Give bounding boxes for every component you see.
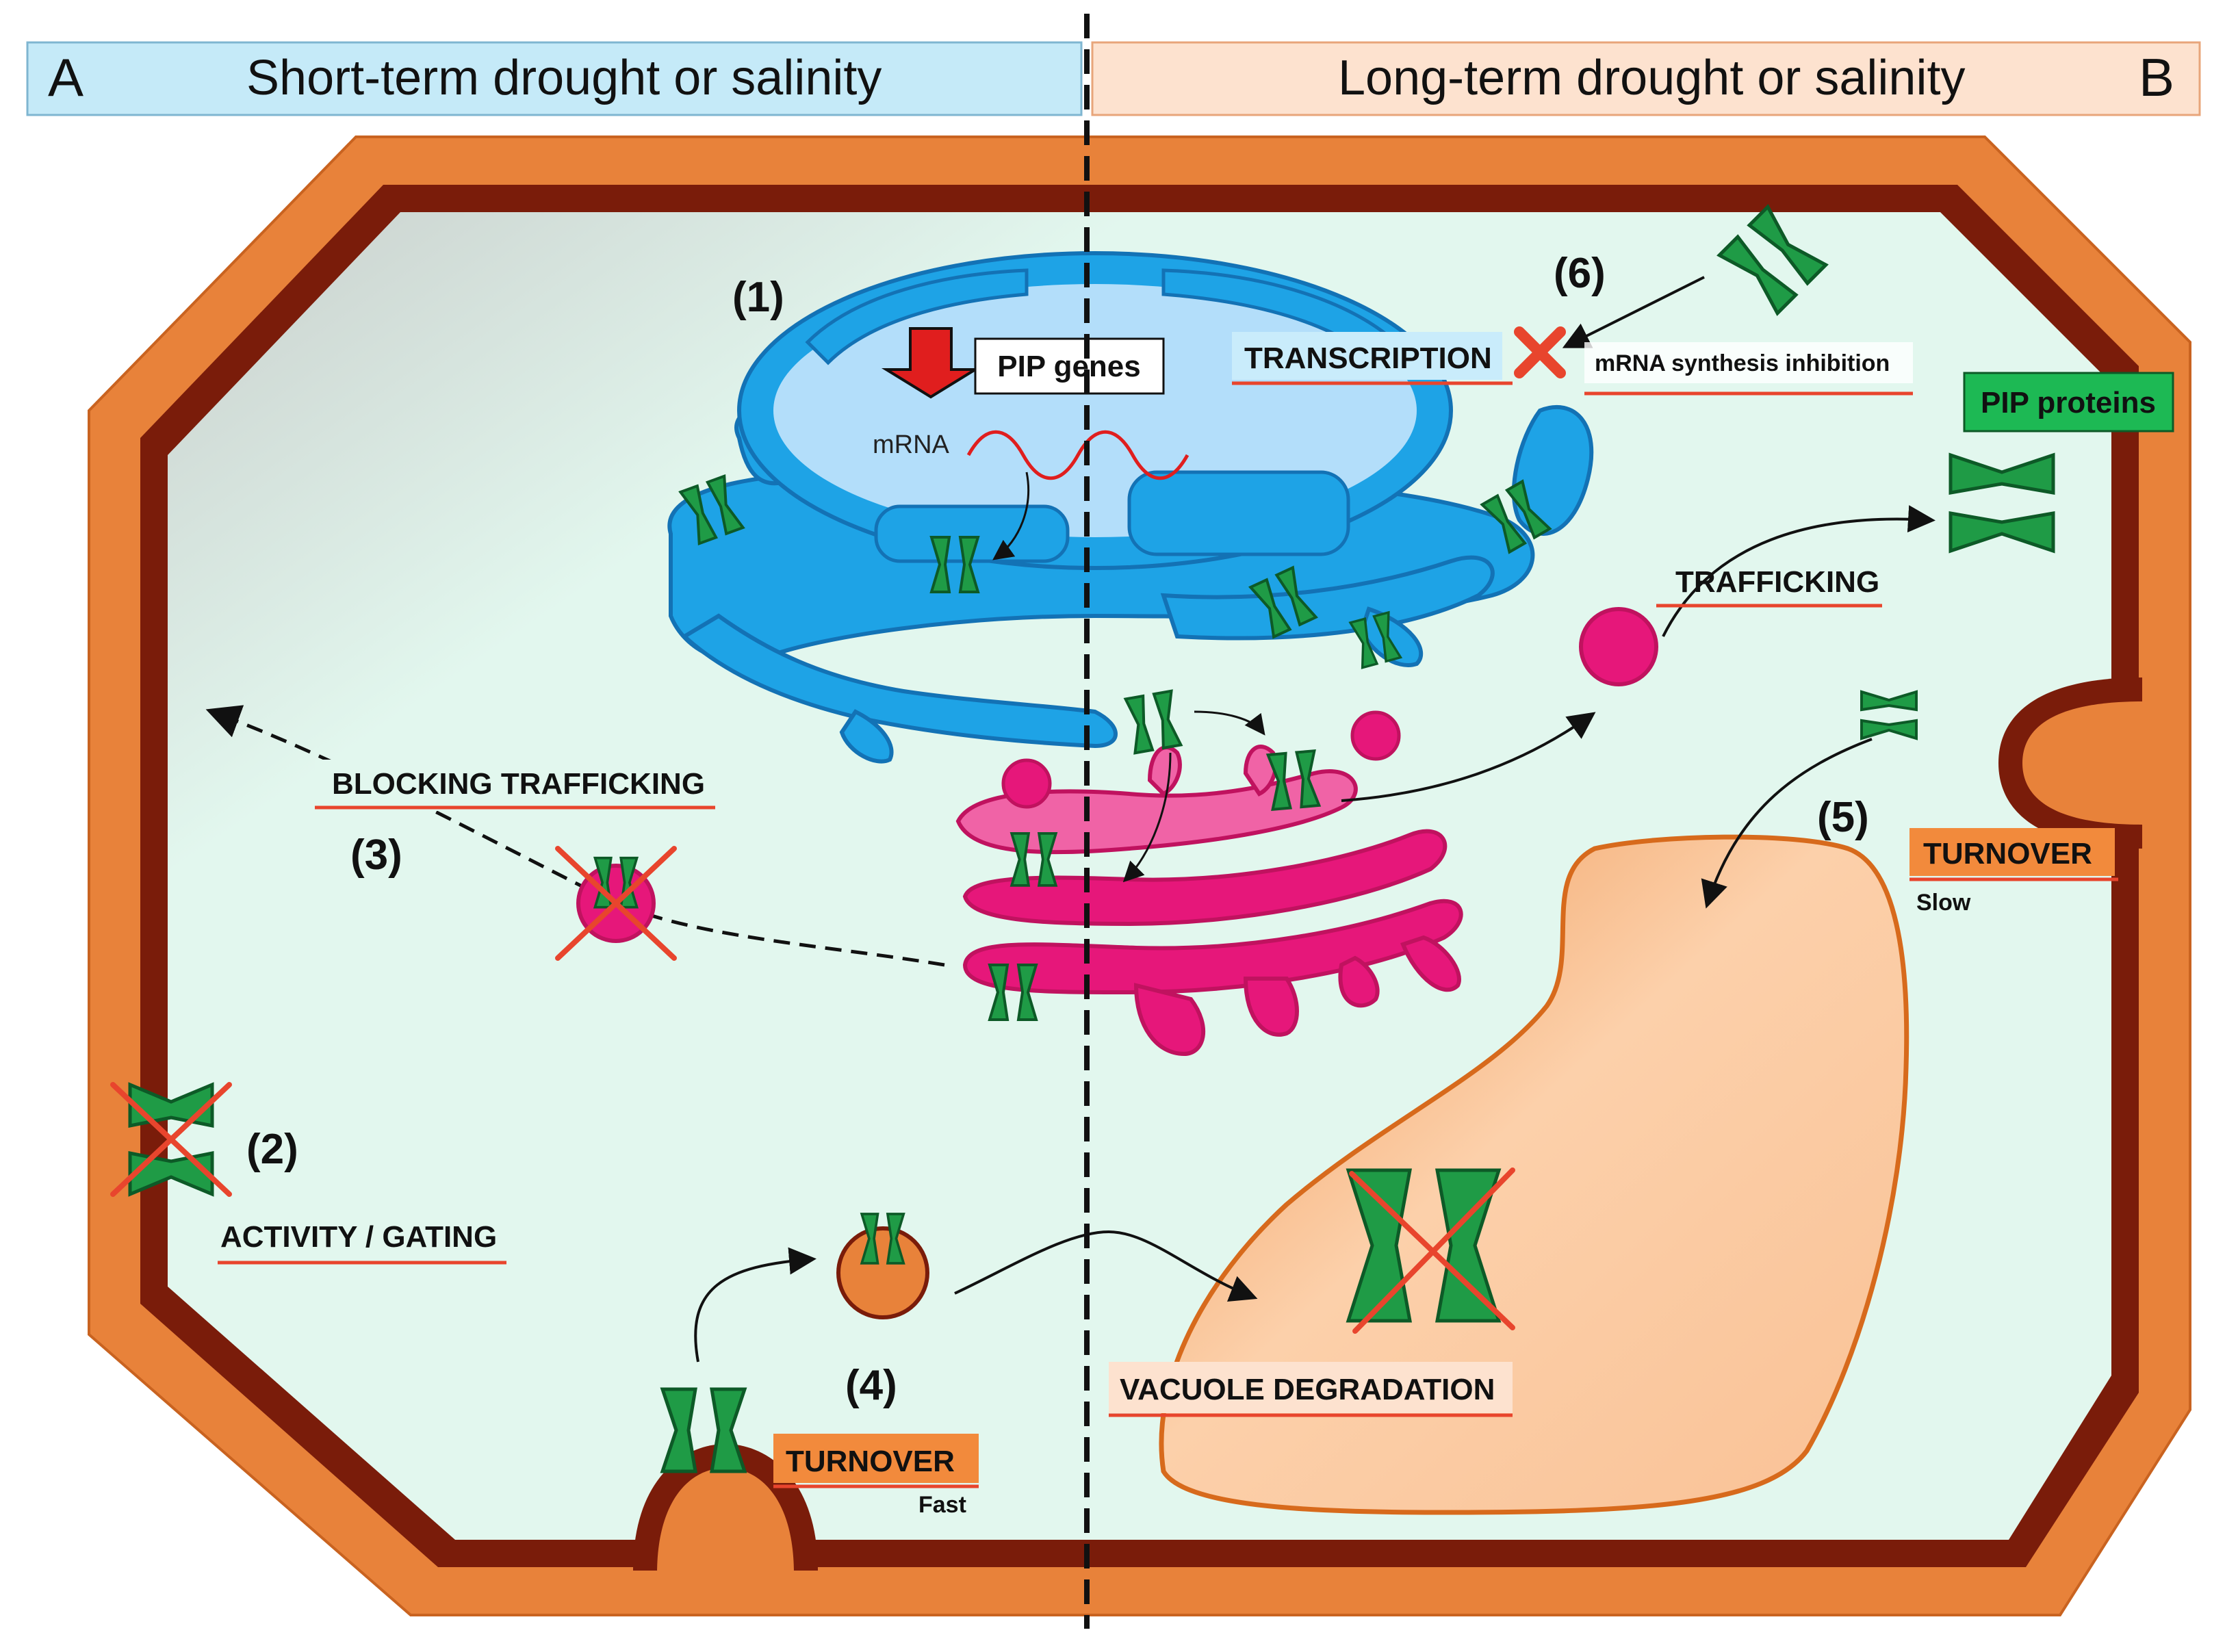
trafficking-arrow [1662, 505, 1935, 637]
header-right-letter: B [2139, 47, 2174, 107]
pip-proteins-label: PIP proteins [1981, 386, 2156, 420]
turnover-slow-label: TURNOVER [1923, 837, 2092, 870]
trafficking-label-box: TRAFFICKING [1656, 565, 1882, 608]
slow-label: Slow [1916, 890, 1971, 916]
er-to-golgi-arrow [1194, 710, 1265, 736]
pip-protein-membrane-icon [1949, 452, 2055, 554]
to-vacuole-arrow [954, 1230, 1258, 1302]
membrane-aquaporin-top-right [1716, 204, 1829, 316]
step-3-label: (3) [350, 831, 402, 879]
turnover-slow-box: TURNOVER Slow [1909, 828, 2118, 916]
golgi-to-vesicle-arrow [1341, 712, 1596, 802]
header-right: Long-term drought or salinity B [1091, 41, 2201, 116]
header-left: A Short-term drought or salinity [26, 41, 1083, 116]
vacuole-degradation-label-box: VACUOLE DEGRADATION [1109, 1362, 1513, 1417]
header-left-title: Short-term drought or salinity [246, 51, 882, 105]
fast-turnover-aquaporin [660, 1387, 747, 1473]
membrane-pit-bottom [633, 1444, 818, 1588]
activity-gating-label: ACTIVITY / GATING [220, 1220, 497, 1254]
transcription-label-box: TRANSCRIPTION [1232, 332, 1513, 385]
step-1-label: (1) [732, 274, 784, 321]
pip-proteins-label-box: PIP proteins [1963, 372, 2174, 433]
translation-arrow [992, 472, 1030, 560]
transcription-label: TRANSCRIPTION [1244, 341, 1492, 375]
step-5-label: (5) [1817, 794, 1869, 841]
gated-aquaporin-icon [110, 1082, 232, 1197]
step-2-label: (2) [246, 1126, 298, 1173]
turnover-fast-box: TURNOVER Fast [773, 1434, 979, 1518]
header-left-letter: A [48, 47, 83, 107]
slow-turnover-arrow [1701, 738, 1873, 909]
vacuole-degradation-label: VACUOLE DEGRADATION [1120, 1373, 1495, 1406]
inhibition-arrow [1562, 276, 1705, 348]
endocytic-vesicle [836, 1213, 929, 1319]
inhibition-x-icon [1514, 326, 1566, 378]
mrna-strand [966, 430, 1189, 480]
blocking-trafficking-label-box: BLOCKING TRAFFICKING [315, 760, 715, 811]
fast-label: Fast [918, 1492, 966, 1518]
downregulation-arrow-icon [881, 327, 981, 399]
activity-gating-label-box: ACTIVITY / GATING [218, 1220, 506, 1265]
header-right-title: Long-term drought or salinity [1338, 51, 1965, 105]
trafficking-label: TRAFFICKING [1675, 565, 1879, 599]
mrna-label: mRNA [873, 430, 950, 459]
membrane-pit-right [1998, 677, 2142, 849]
turnover-fast-label: TURNOVER [786, 1445, 955, 1478]
blocking-trafficking-label: BLOCKING TRAFFICKING [332, 767, 705, 801]
trafficking-vesicle [1349, 607, 1658, 686]
step-6-label: (6) [1554, 250, 1606, 297]
vacuole [1159, 834, 1909, 1515]
blocked-vesicle [555, 846, 677, 961]
mrna-inhibition-label: mRNA synthesis inhibition [1595, 350, 1890, 376]
pip-genes-box: PIP genes [974, 337, 1165, 395]
er-to-golgi-arrow-2 [1122, 752, 1172, 883]
degraded-aquaporin-icon [1346, 1167, 1515, 1334]
step-4-label: (4) [845, 1362, 897, 1409]
pip-genes-label: PIP genes [997, 350, 1141, 383]
nucleus [737, 251, 1453, 570]
golgi-apparatus [955, 710, 1463, 1057]
endocytosis-arrow [694, 1247, 816, 1363]
mrna-inhibition-label-box: mRNA synthesis inhibition [1584, 342, 1913, 396]
